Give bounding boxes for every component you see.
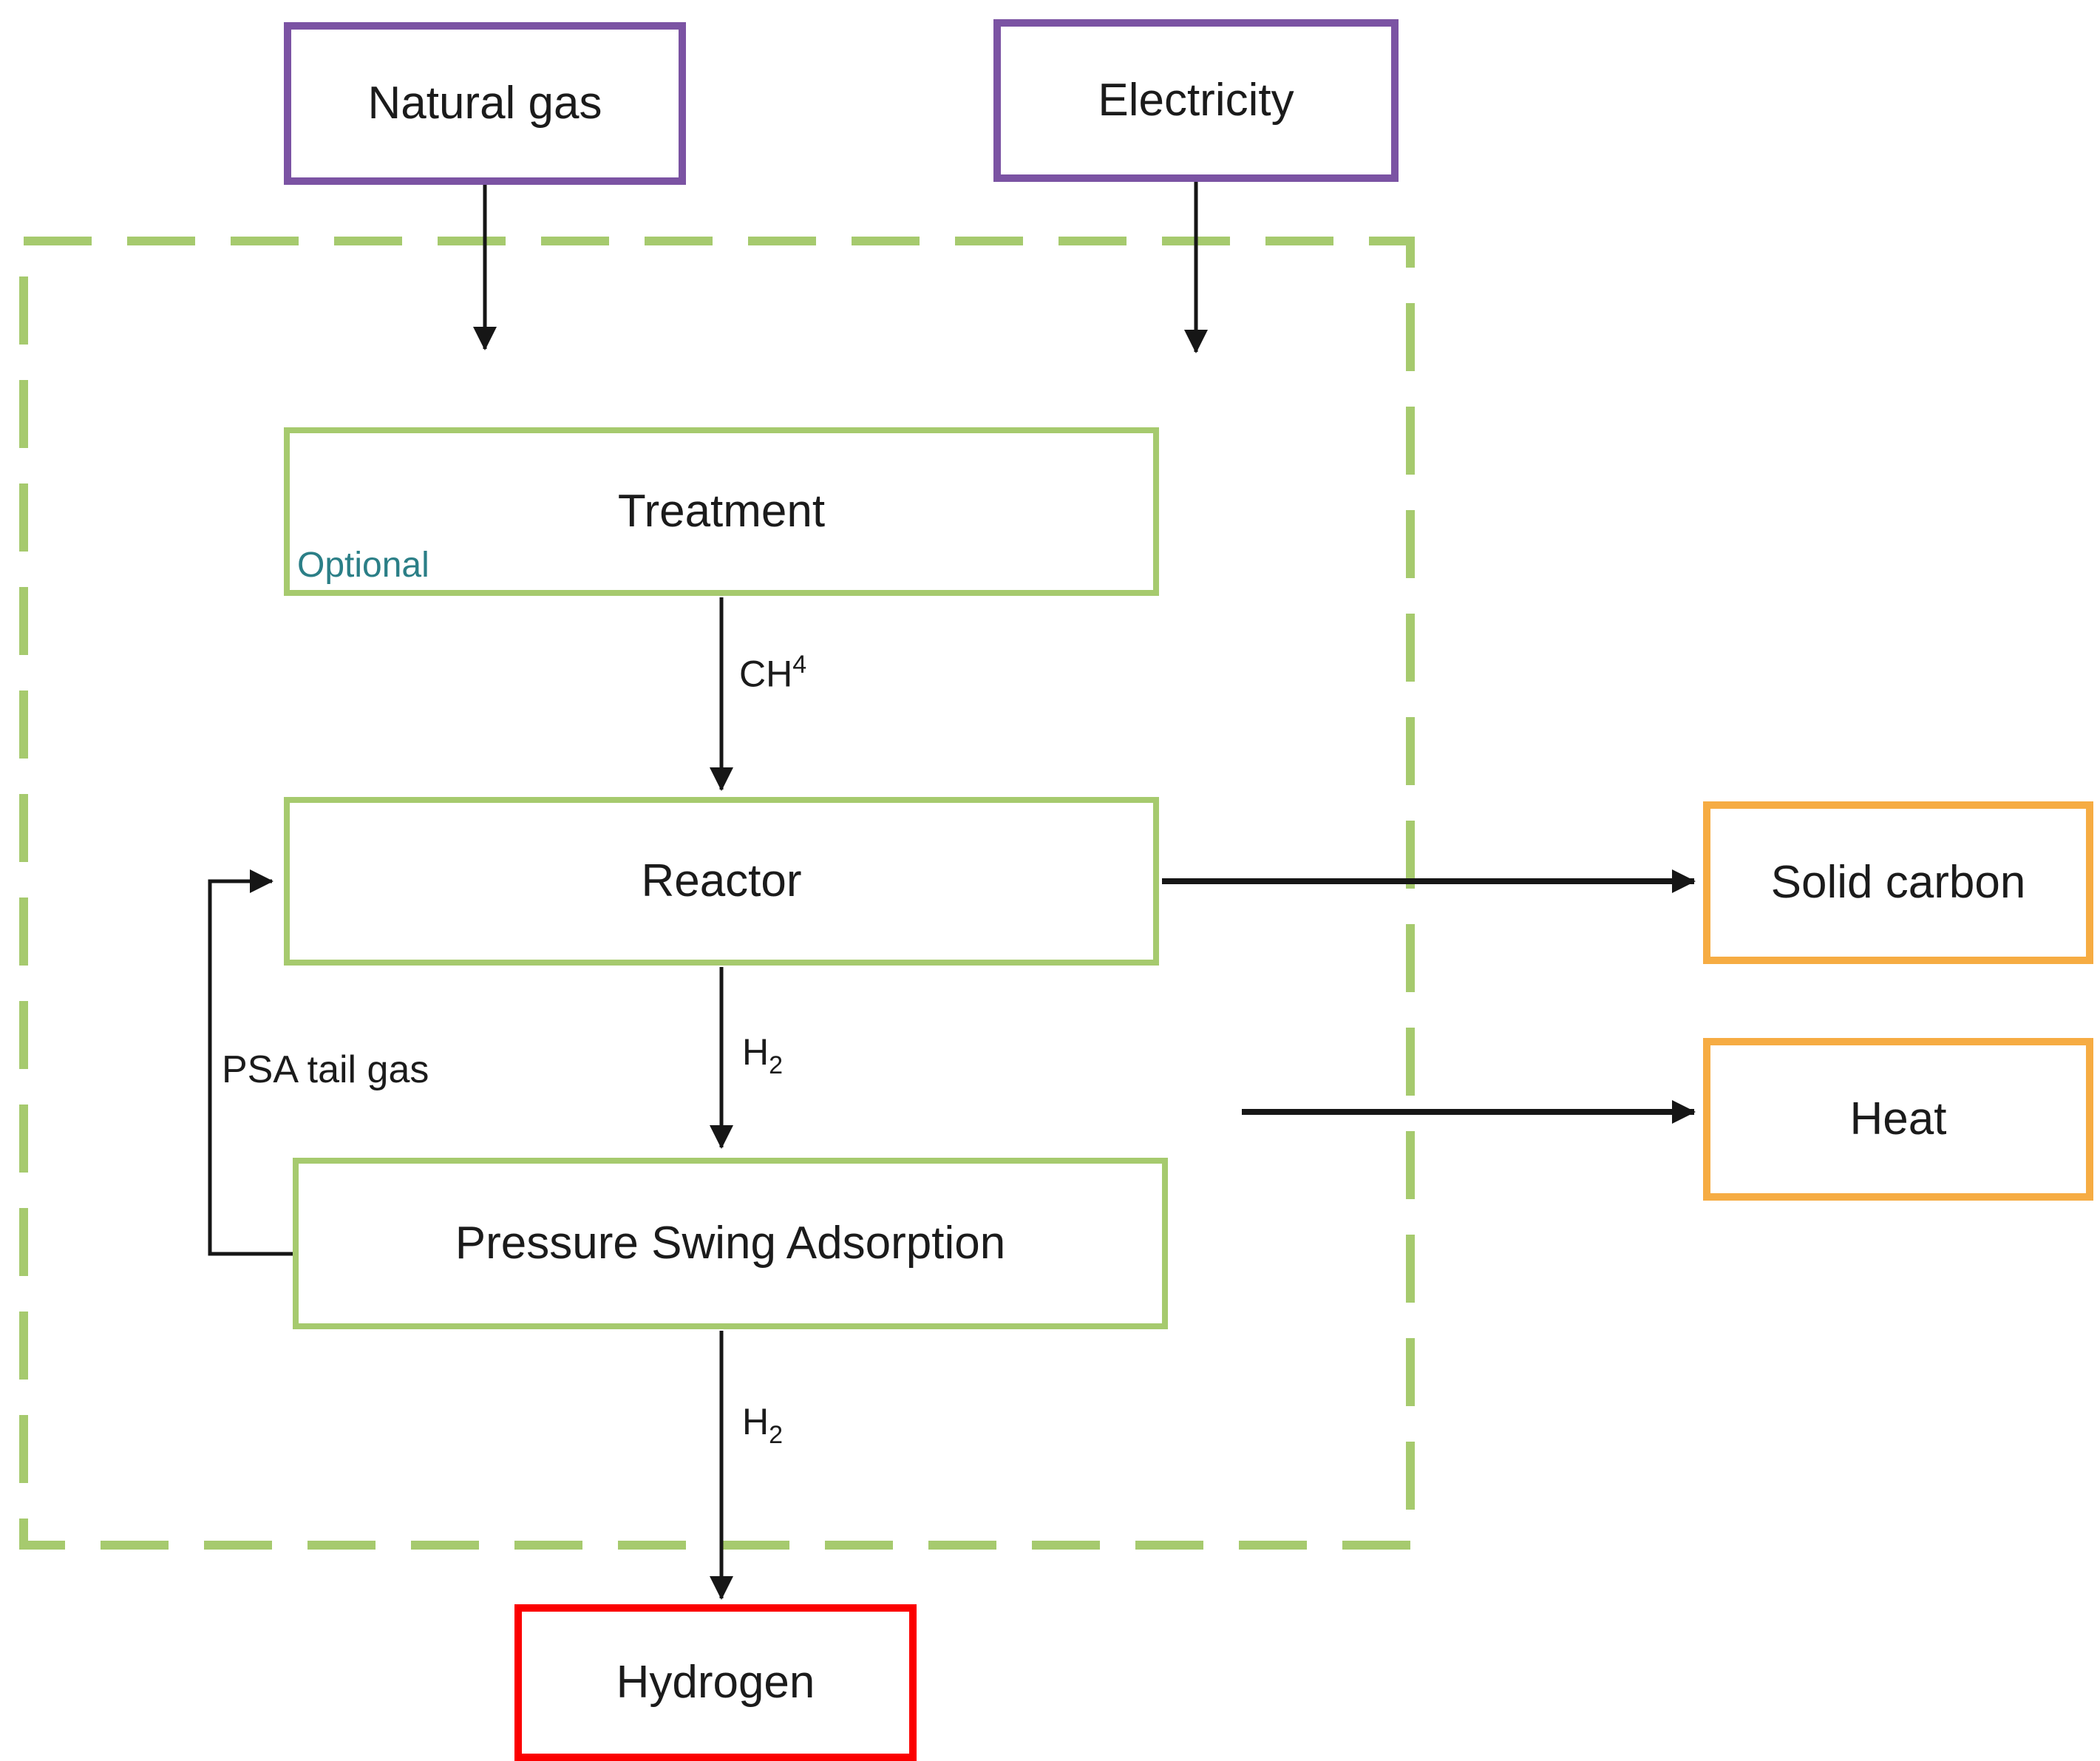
- optional-label: Optional: [297, 545, 429, 586]
- hydrogen-box: Hydrogen: [514, 1604, 917, 1761]
- h2-subscript: 2: [769, 1051, 784, 1079]
- psa-box: Pressure Swing Adsorption: [293, 1158, 1168, 1329]
- electricity-label: Electricity: [1098, 73, 1294, 126]
- ch4-base: CH: [739, 654, 793, 696]
- h2-subscript: 2: [769, 1421, 784, 1449]
- hydrogen-label: Hydrogen: [616, 1655, 815, 1708]
- electricity-box: Electricity: [993, 19, 1399, 182]
- h2-base: H: [742, 1402, 769, 1443]
- heat-label: Heat: [1849, 1092, 1947, 1144]
- heat-box: Heat: [1703, 1038, 2093, 1201]
- reactor-label: Reactor: [641, 854, 802, 906]
- natural-gas-label: Natural gas: [367, 76, 602, 129]
- psa-label: Pressure Swing Adsorption: [455, 1216, 1006, 1269]
- h2-stream-label-psa: H2: [742, 1402, 783, 1450]
- solid-carbon-label: Solid carbon: [1770, 855, 2026, 908]
- reactor-box: Reactor: [284, 797, 1159, 966]
- psa-tail-gas-label: PSA tail gas: [222, 1047, 429, 1091]
- h2-base: H: [742, 1032, 769, 1073]
- treatment-box: Treatment Optional: [284, 427, 1159, 596]
- h2-stream-label-reactor: H2: [742, 1032, 783, 1081]
- ch4-stream-label: CH4: [739, 651, 806, 697]
- treatment-label: Treatment: [617, 484, 826, 537]
- natural-gas-box: Natural gas: [284, 22, 686, 185]
- arrow-psa-tail-gas-recycle: [208, 869, 293, 1256]
- ch4-superscript: 4: [792, 651, 807, 679]
- solid-carbon-box: Solid carbon: [1703, 801, 2093, 964]
